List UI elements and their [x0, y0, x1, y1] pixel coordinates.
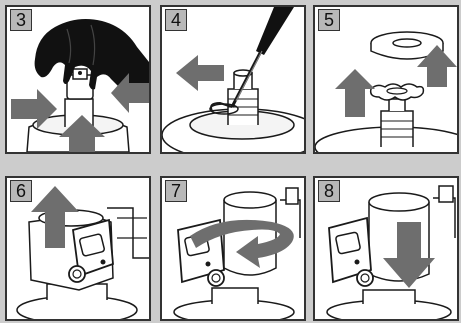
push-arrow-icon	[176, 55, 224, 91]
panel-step-5: 5	[313, 5, 459, 154]
step-number-4: 4	[165, 9, 187, 31]
step-number-6: 6	[10, 180, 32, 202]
panel-step-4: 4	[160, 5, 306, 154]
panel-step-7: 7	[160, 176, 306, 321]
step-number-8: 8	[318, 180, 340, 202]
panel-step-8: 8	[313, 176, 459, 321]
panel-step-3: 3	[5, 5, 151, 154]
step-number-7: 7	[165, 180, 187, 202]
step-number-3: 3	[10, 9, 32, 31]
lift-arrow-icon	[335, 69, 375, 117]
step-number-5: 5	[318, 9, 340, 31]
panel-step-6: 6	[5, 176, 151, 321]
screwdriver-icon	[232, 7, 294, 107]
